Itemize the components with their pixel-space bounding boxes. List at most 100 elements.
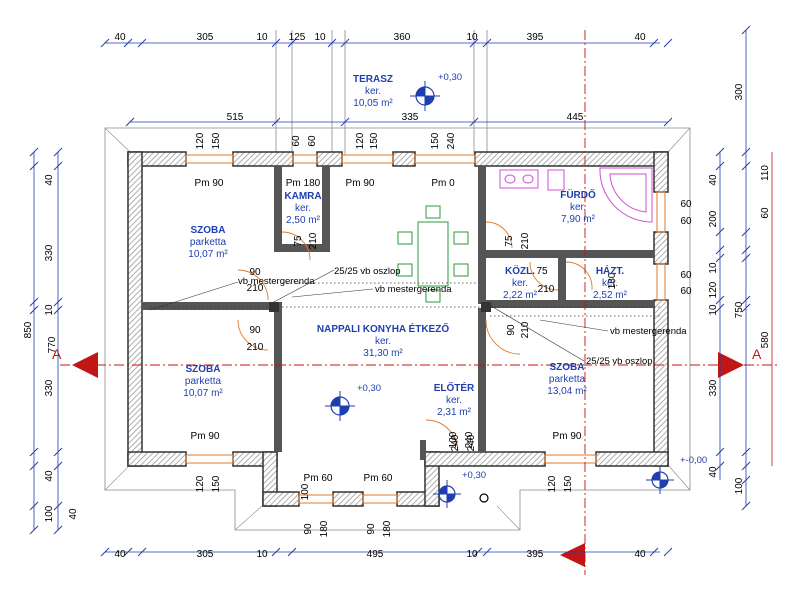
leader-lines [149, 269, 609, 362]
dimension-label: 180 [382, 520, 393, 537]
dimension-label: 40 [68, 508, 79, 520]
section-label-right: A [752, 346, 762, 362]
dimension-label: 445 [567, 112, 584, 123]
elevation-ground: +-0,00 [680, 455, 707, 466]
dimension-label: 200 [708, 210, 719, 227]
dimension-label: 75 [536, 266, 548, 277]
dimension-label: 60 [680, 270, 692, 281]
dimension-label: 90 [249, 325, 261, 336]
room-floor: ker. [295, 203, 311, 214]
dimension-label: 100 [300, 483, 311, 500]
room-name: HÁZT. [596, 264, 625, 277]
dimension-label: 90 [506, 324, 517, 336]
dimension-label: 10 [44, 304, 55, 316]
dimension-label: 100 [448, 431, 459, 448]
room-name: SZOBA [191, 225, 226, 236]
openings [185, 154, 666, 504]
room-area: 10,05 m² [353, 98, 393, 109]
dimension-label: 40 [44, 470, 55, 482]
room-floor: ker. [512, 278, 528, 289]
dimension-label: 40 [44, 174, 55, 186]
dimension-label: 240 [464, 431, 475, 448]
column-label: 25/25 vb oszlop [586, 356, 653, 367]
elevation-marker [433, 480, 461, 508]
column-marker [481, 302, 491, 312]
dimension-label: 210 [538, 284, 555, 295]
elevation-marker [410, 81, 440, 111]
parapet-label: Pm 90 [553, 431, 582, 442]
dimension-label: 240 [466, 434, 477, 451]
dimension-label: 495 [367, 549, 384, 560]
parapet-label: Pm 90 [346, 178, 375, 189]
room-name: ELŐTÉR [434, 381, 475, 394]
room-floor: ker. [375, 336, 391, 347]
section-label-left: A [52, 346, 62, 362]
beam-label: vb mestergerenda [610, 326, 687, 337]
dimension-label: 120 [355, 132, 366, 149]
dimension-label: 40 [634, 549, 646, 560]
section-arrow-bottom [560, 543, 585, 567]
dimension-label: 330 [44, 379, 55, 396]
dining-table [397, 205, 469, 303]
elevation-entry: +0,30 [462, 470, 486, 481]
room-floor: ker. [570, 202, 586, 213]
room-floor: parketta [549, 374, 586, 385]
parapet-label: Pm 90 [191, 431, 220, 442]
dimension-label: 580 [760, 331, 771, 348]
dimension-label: 850 [23, 321, 34, 338]
dimension-label: 60 [291, 135, 302, 147]
dimension-label: 100 [44, 505, 55, 522]
dimension-label: 10 [256, 549, 268, 560]
section-arrow-right [718, 352, 744, 378]
column-label: 25/25 vb oszlop [334, 266, 401, 277]
parapet-label: Pm 180 [286, 178, 321, 189]
dimension-label: 240 [446, 132, 457, 149]
room-floor: parketta [185, 376, 222, 387]
dimension-label: 40 [114, 32, 126, 43]
parapet-label: Pm 90 [195, 178, 224, 189]
dimension-label: 150 [211, 475, 222, 492]
room-area: 13,04 m² [547, 386, 587, 397]
dimension-label: 515 [227, 112, 244, 123]
room-area: 31,30 m² [363, 348, 403, 359]
dimension-label: 240 [450, 434, 461, 451]
dimension-ticks [29, 25, 751, 557]
dimension-label: 395 [527, 549, 544, 560]
room-floor: ker. [602, 278, 618, 289]
dimension-label: 120 [195, 132, 206, 149]
dimension-label: 10 [466, 32, 478, 43]
dimension-label: 90 [366, 523, 377, 535]
dimension-label: 180 [319, 520, 330, 537]
dimension-label: 180 [607, 272, 618, 289]
dimension-label: 75 [293, 235, 304, 247]
dimension-label: 10 [256, 32, 268, 43]
dimension-label: 150 [369, 132, 380, 149]
elevation-marker [325, 391, 355, 421]
room-name: KAMRA [284, 191, 321, 202]
column-marker [269, 302, 279, 312]
dimension-label: 210 [520, 232, 531, 249]
dimension-label: 210 [247, 342, 264, 353]
room-area: 10,07 m² [188, 249, 228, 260]
elevation-terrace: +0,30 [438, 72, 462, 83]
bathroom-fixtures [499, 167, 653, 223]
dimension-label: 90 [303, 523, 314, 535]
room-area: 2,31 m² [437, 407, 472, 418]
room-name: KÖZL. [505, 264, 535, 277]
room-name: FÜRDŐ [560, 188, 596, 201]
dimension-label: 110 [760, 165, 771, 181]
beam-lines [150, 282, 660, 317]
room-area: 2,50 m² [286, 215, 321, 226]
section-arrow-left [72, 352, 98, 378]
dimension-label: 40 [634, 32, 646, 43]
dimension-label: 60 [680, 216, 692, 227]
dimension-label: 770 [47, 336, 58, 353]
walls [127, 151, 669, 507]
dimension-label: 120 [195, 475, 206, 492]
dimension-label: 90 [249, 267, 261, 278]
dimension-label: 125 [289, 32, 306, 43]
dimension-label: 210 [247, 283, 264, 294]
